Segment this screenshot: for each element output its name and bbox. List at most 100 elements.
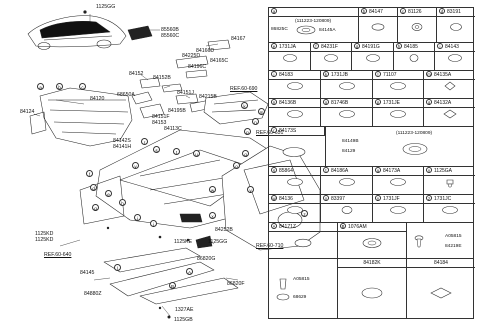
bubble-s: s: [153, 146, 160, 153]
callout-84195B: 84195B: [168, 108, 186, 114]
bubble-A: A: [186, 268, 193, 275]
plug-icon: [365, 54, 380, 63]
bubble-B: B: [169, 282, 176, 289]
part-number: 84185: [404, 44, 418, 50]
bubble-d: d: [90, 184, 97, 191]
table-row: A05815 68629 84182K 84184: [269, 258, 475, 319]
part-number: 1731JF: [383, 196, 400, 202]
plug-icon: [390, 206, 406, 215]
table-cell-fastener-b: A05815 68629: [269, 259, 337, 319]
ref-60-710-link[interactable]: REF.60-710: [256, 243, 284, 249]
bubble-e: e: [105, 190, 112, 197]
table-cell-r-detail: (111223-120809) 84149B 84129: [325, 127, 475, 166]
callout-84166D: 84166D: [196, 48, 215, 54]
part-number: 84173A: [383, 168, 401, 174]
part-number: 84171Z: [279, 224, 296, 230]
bubble-p: p: [244, 128, 251, 135]
table-cell-a: a (111223-120809) 86825C 84145A: [269, 8, 358, 42]
plug-icon: [286, 178, 303, 187]
bubble-y: y: [247, 186, 254, 193]
plug-icon: [411, 23, 423, 32]
plug-icon: [338, 110, 355, 119]
bubble-q: q: [242, 150, 249, 157]
callout-86820G: 86820G: [197, 256, 216, 262]
under-covers: [103, 235, 239, 305]
table-cell-fastener-a: A05815 84219E: [406, 223, 475, 258]
part-number: 1731JE: [383, 100, 400, 106]
part-number: 84173S: [279, 128, 297, 134]
plug-icon: [286, 206, 303, 215]
pad-84151J-shape: [175, 93, 199, 105]
bolt-icon: [446, 180, 453, 188]
table-cell-84184: 84184: [406, 259, 475, 319]
part-number: 83191: [447, 9, 461, 15]
part-sub-range: (111223-120809): [295, 19, 332, 24]
callout-84196C: 84196C: [188, 64, 207, 70]
bubble-n: n: [252, 118, 259, 125]
table-cell-84182K: 84182K: [337, 259, 406, 319]
plug-icon: [390, 82, 406, 91]
vehicle-overview: [27, 15, 127, 50]
plug-icon: [409, 54, 419, 63]
bubble-w: w: [209, 186, 216, 193]
callout-84215B: 84215B: [199, 94, 217, 100]
part-number: 83397: [331, 196, 345, 202]
callout-1125GB: 1125GB: [174, 317, 193, 323]
callout-84153: 84153: [152, 120, 167, 126]
part-number: A05815: [293, 277, 310, 282]
pad-85560-shape: [127, 25, 153, 41]
callout-84113C: 84113C: [164, 126, 182, 132]
bubble-z: z: [301, 210, 308, 217]
callout-1327AE: 1327AE: [175, 307, 194, 313]
plug-icon: [324, 54, 338, 63]
part-number: 86825C: [271, 27, 288, 32]
plug-icon: [282, 147, 306, 157]
part-number: 1076AM: [348, 224, 367, 230]
pad-84167-shape: [207, 39, 231, 51]
bubble-a: a: [37, 83, 44, 90]
part-sub-range: (111223-120809): [396, 131, 433, 136]
ref-60-651-link[interactable]: REF.60-651: [256, 130, 284, 136]
callout-84145: 84145: [80, 270, 95, 276]
callout-84165C: 84165C: [210, 58, 229, 64]
callout-84142S: 84142S: [113, 138, 131, 144]
part-number: 1731JB: [331, 72, 348, 78]
part-number: 84145A: [319, 28, 336, 33]
callout-84151J: 84151J: [177, 90, 195, 96]
pad-84196C-shape: [185, 69, 208, 79]
part-number: 84136: [279, 196, 293, 202]
part-number: 81746B: [331, 100, 349, 106]
part-number: 84231F: [321, 44, 338, 50]
callout-84880Z: 84880Z: [84, 291, 102, 297]
callout-1125KD-a: 1125KD: [35, 231, 54, 237]
pad-84152B-shape: [161, 83, 183, 93]
grommet-icon: [402, 143, 428, 155]
bubble-b: b: [56, 83, 63, 90]
bubble-m: m: [258, 108, 265, 115]
plug-icon: [286, 110, 303, 119]
bubble-k: k: [241, 102, 248, 109]
ref-60-690-link[interactable]: REF.60-690: [230, 86, 258, 92]
ref-60-640-link[interactable]: REF.60-640: [44, 252, 72, 258]
part-number: 84191G: [362, 44, 380, 50]
part-number: 84186A: [331, 168, 349, 174]
part-number: 1731JA: [279, 44, 296, 50]
grommet-icon: [296, 25, 316, 35]
callout-84167: 84167: [231, 36, 246, 42]
plug-icon: [338, 178, 355, 187]
